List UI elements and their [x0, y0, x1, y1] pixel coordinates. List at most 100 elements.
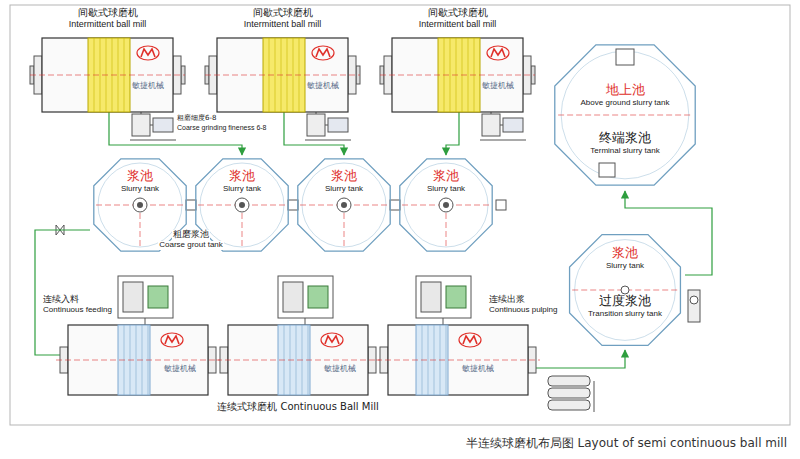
agitator-symbol [235, 198, 249, 212]
slurry-tank: 浆池 Slurry tank [192, 155, 292, 255]
agitator-symbol [621, 286, 629, 294]
node-label: Slurry tank [90, 185, 190, 194]
slurry-tank: 浆池Slurry tank [294, 155, 394, 255]
drive-frame [118, 276, 173, 318]
node-label: 敏捷机械 [318, 365, 362, 374]
node-label: 终端浆池 [549, 131, 701, 145]
center-line [216, 360, 380, 361]
flow-arrow [446, 112, 459, 155]
logo-mark [459, 333, 481, 347]
intermittent-ball-mill: 间歇式球磨机Intermittent ball mill敏捷机械 [205, 6, 360, 112]
logo-mark [165, 336, 179, 344]
gearbox-symbol [148, 286, 168, 308]
motor-symbol [283, 282, 303, 312]
node-label: Intermittent ball mill [30, 20, 185, 30]
node-label: 间歇式球磨机 [30, 7, 185, 18]
filter-unit [548, 400, 590, 410]
slurry-tank: 浆池 Slurry tank [396, 155, 496, 255]
gearbox-symbol [446, 286, 466, 308]
agitator-symbol [337, 198, 351, 212]
note-label: 连续式球磨机 Continuous Ball Mill [216, 401, 380, 412]
node-label: Slurry tank [192, 185, 292, 194]
flow-arrow [284, 112, 344, 155]
flow-arrow [528, 350, 625, 368]
logo-mark [137, 46, 159, 60]
node-label: 间歇式球磨机 [380, 7, 535, 18]
center-line [344, 213, 345, 249]
note-label: Continuous feeding [42, 306, 113, 315]
pump-symbol [690, 296, 698, 304]
terminal-slurry-tank: 地上池Above ground slurry tank终端浆池Terminal … [549, 39, 701, 191]
inlet-box [616, 49, 634, 65]
agitator-symbol [133, 198, 147, 212]
filter-pipe [594, 381, 595, 412]
node-label: 浆池 [565, 246, 685, 260]
node-label: Slurry tank [396, 185, 496, 194]
logo-mark [491, 49, 505, 57]
valve-symbol [288, 200, 298, 210]
drive-base [480, 140, 526, 141]
drive-shaft [150, 125, 153, 126]
node-label: 浆池 [90, 169, 190, 183]
center-line [140, 213, 141, 249]
terminal-slurry-tank-shape [549, 39, 701, 191]
note-label: 连续入料 [42, 295, 80, 305]
band-line [136, 325, 137, 395]
node-label: Intermittent ball mill [380, 20, 535, 30]
agitator-hub [443, 202, 449, 208]
center-line [242, 213, 243, 249]
note-label: Coarse grinding fineness 6-8 [176, 124, 268, 132]
transition-slurry-tank: 浆池Slurry tank过度浆池Transition slurry tank [565, 230, 685, 350]
logo-mark [487, 46, 509, 60]
valve-symbol [496, 200, 506, 210]
drive-shaft [145, 318, 146, 325]
continuous-ball-mill: 敏捷机械 [68, 325, 208, 395]
band-line [293, 38, 294, 112]
node-label: Slurry tank [565, 262, 685, 271]
node-label: Terminal slurry tank [549, 147, 701, 156]
center-line [558, 115, 692, 116]
continuous-ball-mill-shape [228, 325, 368, 395]
logo-mark [312, 46, 334, 60]
band-line [275, 38, 276, 112]
center-line [56, 360, 220, 361]
drive-base [130, 140, 176, 141]
logo-mark [463, 336, 477, 344]
note-label: 粗磨浆池 [172, 230, 210, 240]
agitator-hub [137, 202, 143, 208]
intermittent-ball-mill: 间歇式球磨机Intermittent ball mill敏捷机械 [30, 6, 185, 112]
center-line [205, 75, 360, 76]
agitator-hub [341, 202, 347, 208]
motor-symbol [421, 282, 441, 312]
continuous-ball-mill-shape [388, 325, 528, 395]
drive-frame [416, 276, 471, 318]
agitator-symbol [439, 198, 453, 212]
band-line [468, 38, 469, 112]
center-line [376, 360, 540, 361]
motor-symbol [153, 118, 173, 132]
band-line [450, 38, 451, 112]
filter-unit [548, 388, 590, 398]
band-line [446, 325, 447, 395]
continuous-ball-mill: 敏捷机械 [388, 325, 528, 395]
agitator-hub [239, 202, 245, 208]
drive-shaft [500, 125, 503, 126]
logo-mark [321, 333, 343, 347]
drawing-frame [10, 5, 790, 425]
band-line [118, 38, 119, 112]
motor-symbol [503, 118, 523, 132]
logo-mark [161, 333, 183, 347]
valve-symbol [390, 200, 400, 210]
note-label: 连续出浆 [488, 295, 526, 305]
band-line [100, 38, 101, 112]
motor-symbol [123, 282, 143, 312]
intermittent-ball-mill: 间歇式球磨机Intermittent ball mill敏捷机械 [380, 6, 535, 112]
node-label: 浆池 [396, 169, 496, 183]
note-label: Continuous pulping [488, 306, 559, 315]
node-label: Transition slurry tank [565, 310, 685, 319]
node-label: Above ground slurry tank [549, 99, 701, 108]
node-label: 浆池 [192, 169, 292, 183]
center-line [446, 213, 447, 249]
slurry-tank: 浆池 Slurry tank [90, 155, 190, 255]
